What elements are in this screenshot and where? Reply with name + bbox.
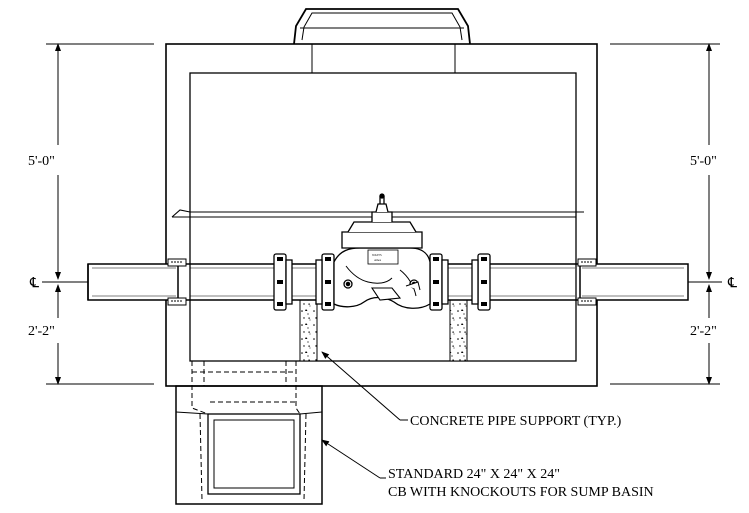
callout-leaders — [321, 351, 408, 479]
valve-nameplate-line1: WATTS — [372, 253, 382, 257]
sump-basin — [175, 361, 323, 505]
callout-pipe-support: CONCRETE PIPE SUPPORT (TYP.) — [410, 414, 622, 429]
callout-labels: CONCRETE PIPE SUPPORT (TYP.) STANDARD 24… — [388, 414, 654, 500]
callout-sump-line2: CB WITH KNOCKOUTS FOR SUMP BASIN — [388, 485, 654, 500]
dimension-lines — [42, 43, 722, 385]
backflow-valve — [333, 193, 431, 309]
concrete-pipe-support-right — [449, 299, 468, 362]
centerline-symbol-left: ℄ — [29, 276, 39, 291]
callout-sump-line1: STANDARD 24" X 24" X 24" — [388, 467, 560, 482]
access-hatch — [293, 8, 471, 73]
dim-lower-right: 2'-2" — [690, 324, 717, 339]
dimension-labels: 5'-0" 5'-0" 2'-2" 2'-2" ℄ ℄ — [28, 154, 737, 339]
dim-upper-right: 5'-0" — [690, 154, 717, 169]
wall-seal-right — [577, 258, 597, 306]
dim-lower-left: 2'-2" — [28, 324, 55, 339]
dim-upper-left: 5'-0" — [28, 154, 55, 169]
centerline-symbol-right: ℄ — [727, 276, 737, 291]
valve-nameplate-line2: Ames — [374, 258, 382, 262]
wall-seal-left — [167, 258, 187, 306]
valve-nameplate: WATTS Ames — [367, 249, 399, 265]
concrete-pipe-support-left — [299, 299, 318, 362]
flange-bolts — [277, 257, 487, 306]
